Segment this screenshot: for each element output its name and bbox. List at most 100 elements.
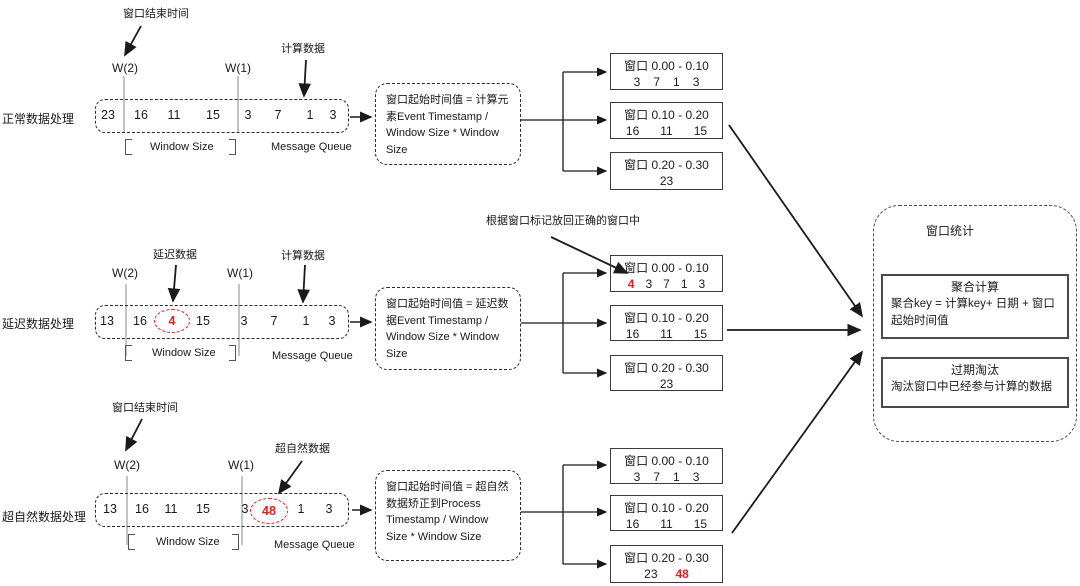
message-queue-label-r3: Message Queue [274,539,355,551]
window-size-bracket-right-r1 [229,139,236,155]
super-arrow-r3 [277,460,303,495]
window-value: 7 [653,75,660,89]
window-title: 窗口 0.10 - 0.20 [624,501,709,515]
window-title: 窗口 0.00 - 0.10 [624,261,709,275]
queue-value: 7 [274,108,282,122]
window-value: 16 [625,124,640,138]
window-value: 7 [663,277,670,291]
w1-label-r2: W(1) [227,266,253,280]
queue-value: 15 [206,108,220,122]
window-size-label-r1: Window Size [150,141,214,153]
window-value: 3 [692,75,700,89]
window-title: 窗口 0.20 - 0.30 [624,551,709,565]
window-value: 23 [644,567,658,581]
queue-value: 3 [329,108,337,122]
late-label-r2: 延迟数据 [153,249,197,261]
queue-value: 15 [196,502,210,516]
end-time-label-r3: 窗口结束时间 [112,402,178,414]
queue-value: 1 [306,108,314,122]
window-value: 1 [673,75,680,89]
compute-arrow-r2 [297,264,310,304]
queue-value: 11 [164,502,178,516]
window-title: 窗口 0.00 - 0.10 [624,59,709,73]
window-box-r2-2: 窗口 0.10 - 0.20 16 11 15 [610,305,723,341]
window-stats-panel [873,205,1077,442]
expire-box: 过期淘汰 淘汰窗口中已经参与计算的数据 [881,357,1069,408]
message-queue-box-r1 [95,99,349,133]
queue-value: 1 [302,314,310,328]
window-value: 7 [653,470,660,484]
window-box-r2-3: 窗口 0.20 - 0.30 23 [610,355,723,391]
window-size-bracket-right-r2 [229,345,236,361]
queue-value: 16 [134,108,148,122]
window-value: 3 [692,470,700,484]
formula-box-r2: 窗口起始时间值 = 延迟数据Event Timestamp / Window S… [375,287,521,370]
end-time-arrow-r3 [125,418,143,452]
late-value-circle [154,309,190,333]
window-value: 3 [645,277,653,291]
replace-arrow-r2 [550,236,629,274]
window-value: 11 [660,327,673,341]
window-box-r3-3: 窗口 0.20 - 0.30 23 48 [610,545,723,583]
converge-arrow-r3 [731,350,864,534]
window-value: 11 [660,124,673,138]
queue-value: 3 [325,502,333,516]
window-value: 16 [625,517,640,531]
window-box-r2-1: 窗口 0.00 - 0.10 4 3 7 1 3 [610,255,723,292]
queue-value: 16 [133,314,147,328]
compute-label-r2: 计算数据 [281,250,325,262]
super-value-circle [250,498,288,524]
w2-label-r2: W(2) [112,266,138,280]
message-queue-label-r2: Message Queue [272,350,353,362]
w2-label-r3: W(2) [114,458,140,472]
window-title: 窗口 0.10 - 0.20 [624,108,709,122]
w2-label-r1: W(2) [112,61,138,75]
queue-value: 23 [101,108,115,122]
compute-arrow-r1 [298,59,311,98]
converge-arrow-r1 [728,124,864,318]
w1-label-r1: W(1) [225,61,251,75]
window-size-label-r2: Window Size [152,347,216,359]
aggregate-body: 聚合key = 计算key+ 日期 + 窗口起始时间值 [891,298,1055,328]
window-value: 15 [693,327,708,341]
window-value: 11 [660,517,673,531]
late-arrow-r2 [167,264,181,303]
end-time-label-r1: 窗口结束时间 [123,8,189,20]
queue-value: 7 [270,314,278,328]
window-size-bracket-left-r2 [125,345,132,361]
end-time-arrow-r1 [124,25,142,57]
window-title: 窗口 0.10 - 0.20 [624,311,709,325]
window-value: 23 [659,174,674,188]
window-value: 23 [659,377,674,391]
row-label-late: 延迟数据处理 [2,317,75,331]
window-value: 15 [693,124,708,138]
queue-value: 11 [167,108,181,122]
queue-value: 3 [244,108,252,122]
window-stats-title: 窗口统计 [925,224,974,238]
window-value: 15 [693,517,708,531]
window-box-r3-2: 窗口 0.10 - 0.20 16 11 15 [610,495,723,531]
window-title: 窗口 0.20 - 0.30 [624,158,709,172]
window-value: 3 [633,470,641,484]
window-box-r1-2: 窗口 0.10 - 0.20 16 11 15 [610,102,723,139]
queue-value: 1 [297,502,305,516]
queue-value: 13 [100,314,114,328]
compute-label-r1: 计算数据 [281,43,325,55]
aggregate-title: 聚合计算 [950,280,999,294]
window-size-bracket-right-r3 [232,534,239,550]
window-value: 3 [698,277,706,291]
message-queue-box-r3 [95,493,349,527]
queue-value: 13 [103,502,117,516]
row-label-super: 超自然数据处理 [2,510,87,524]
queue-value: 16 [135,502,149,516]
expire-title: 过期淘汰 [950,363,999,377]
queue-value: 15 [196,314,210,328]
formula-box-r1: 窗口起始时间值 = 计算元素Event Timestamp / Window S… [375,83,521,165]
window-value: 16 [625,327,640,341]
window-value: 3 [633,75,641,89]
window-box-r3-1: 窗口 0.00 - 0.10 3 7 1 3 [610,448,723,484]
queue-value: 3 [328,314,336,328]
window-title: 窗口 0.20 - 0.30 [624,361,709,375]
window-size-label-r3: Window Size [156,536,220,548]
